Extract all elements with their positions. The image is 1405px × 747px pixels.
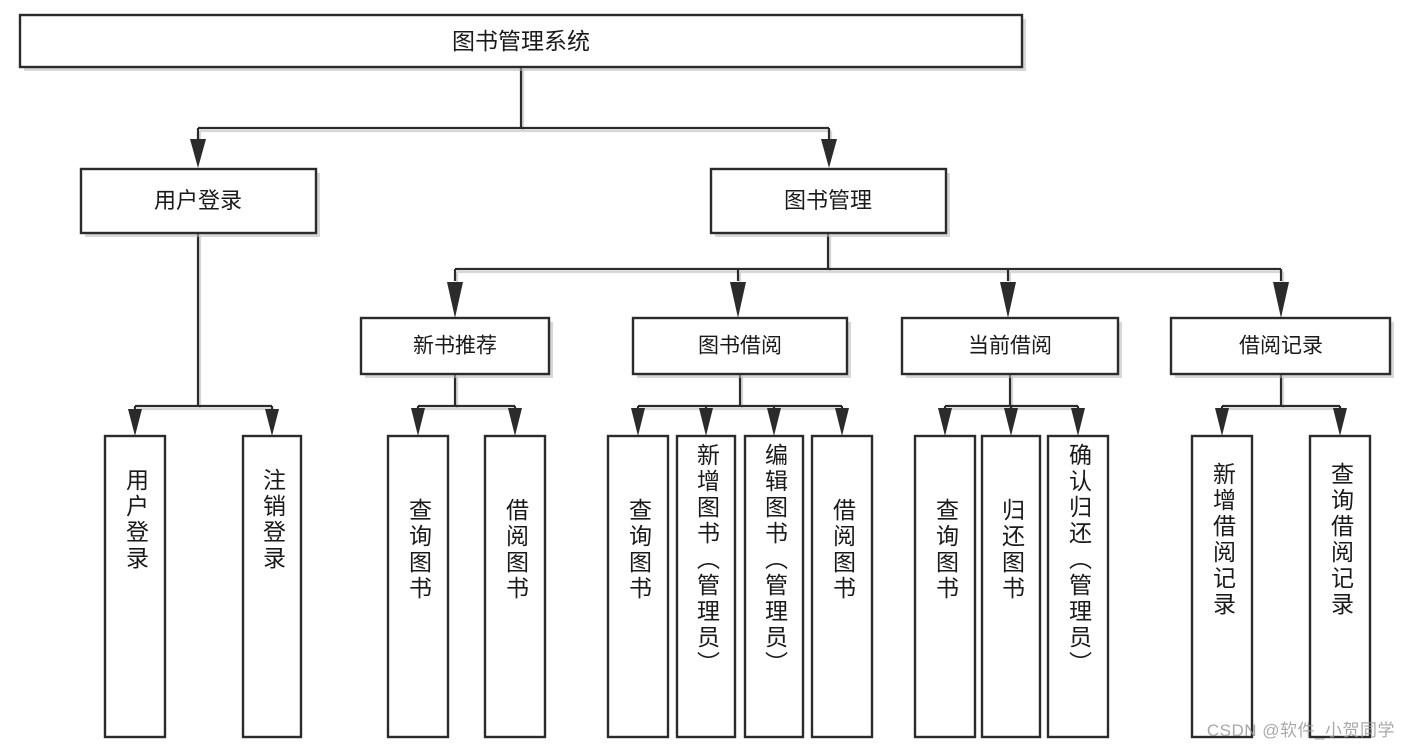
arrow-head-icon [1273,282,1289,318]
node-box[interactable] [359,316,551,376]
node-user-login[interactable]: 用户登录 [79,167,320,237]
node-book-management[interactable]: 图书管理 [709,167,950,237]
node-box[interactable] [1046,434,1110,739]
arrow-head-icon [699,408,713,436]
arrow-head-icon [1000,282,1016,318]
node-label-new-book-recommend: 新书推荐 [413,335,497,358]
node-box[interactable] [18,13,1024,69]
connector-record-to-leaves [1215,374,1347,436]
arrow-head-icon [821,139,837,168]
node-box[interactable] [810,434,874,739]
node-box[interactable] [675,434,737,739]
leaf-node-logout[interactable] [241,434,303,739]
node-box[interactable] [606,434,670,739]
leaf-node-edit-book-admin[interactable] [743,434,805,739]
node-root[interactable]: 图书管理系统 [18,13,1026,71]
arrow-head-icon [835,408,849,436]
leaf-node-borrow-book-newbook[interactable] [483,434,547,739]
arrow-head-icon [1071,408,1085,436]
node-label-borrow-record: 借阅记录 [1239,335,1323,358]
arrow-head-icon [1004,408,1018,436]
arrow-head-icon [128,409,142,436]
arrow-head-icon [508,408,522,436]
node-box[interactable] [980,434,1042,739]
node-box[interactable] [900,316,1120,376]
node-label-root: 图书管理系统 [452,28,590,54]
leaf-boxes [103,434,1372,739]
leaf-node-return-book[interactable] [980,434,1042,739]
arrow-head-icon [938,408,952,436]
node-box[interactable] [743,434,805,739]
node-borrow-record[interactable]: 借阅记录 [1169,316,1394,378]
arrow-head-icon [1333,408,1347,436]
connector-layer [128,67,1347,436]
node-box[interactable] [79,167,318,235]
node-box[interactable] [631,316,849,376]
leaf-node-add-book-admin[interactable] [675,434,737,739]
arrow-head-icon [631,408,645,436]
node-box[interactable] [913,434,977,739]
connector-newbook-to-leaves [411,374,522,436]
arrow-head-icon [447,282,463,318]
node-box[interactable] [1308,434,1372,739]
connector-borrow-to-leaves [631,374,849,436]
node-label-user-login: 用户登录 [154,188,242,213]
node-box[interactable] [103,434,167,739]
node-box[interactable] [386,434,450,739]
node-box[interactable] [709,167,948,235]
leaf-node-confirm-return-admin[interactable] [1046,434,1110,739]
connector-bookmgmt-to-level3 [447,233,1289,318]
arrow-head-icon [411,408,425,436]
node-box[interactable] [1169,316,1392,376]
leaf-node-user-login[interactable] [103,434,167,739]
leaf-node-query-book-borrow[interactable] [606,434,670,739]
leaf-node-query-borrow-record[interactable] [1308,434,1372,739]
connector-current-to-leaves [938,374,1085,436]
arrow-head-icon [190,139,206,168]
csdn-watermark: CSDN @软件_小贺同学 [1206,721,1395,740]
node-box[interactable] [483,434,547,739]
node-box[interactable] [1190,434,1254,739]
connector-root-to-level2 [190,67,837,168]
leaf-node-borrow-book[interactable] [810,434,874,739]
arrow-head-icon [265,409,279,436]
arrow-head-icon [767,408,781,436]
node-label-book-management: 图书管理 [784,188,872,213]
arrow-head-icon [730,282,746,318]
connector-userlogin-to-leaves [128,233,279,436]
node-box[interactable] [241,434,303,739]
node-book-borrow[interactable]: 图书借阅 [631,316,851,378]
arrow-head-icon [1215,408,1229,436]
leaf-node-query-book-newbook[interactable] [386,434,450,739]
node-new-book-recommend[interactable]: 新书推荐 [359,316,553,378]
leaf-node-add-borrow-record[interactable] [1190,434,1254,739]
leaf-node-query-book-current[interactable] [913,434,977,739]
node-label-book-borrow: 图书借阅 [698,335,782,358]
node-current-borrow[interactable]: 当前借阅 [900,316,1122,378]
node-label-current-borrow: 当前借阅 [968,335,1052,358]
